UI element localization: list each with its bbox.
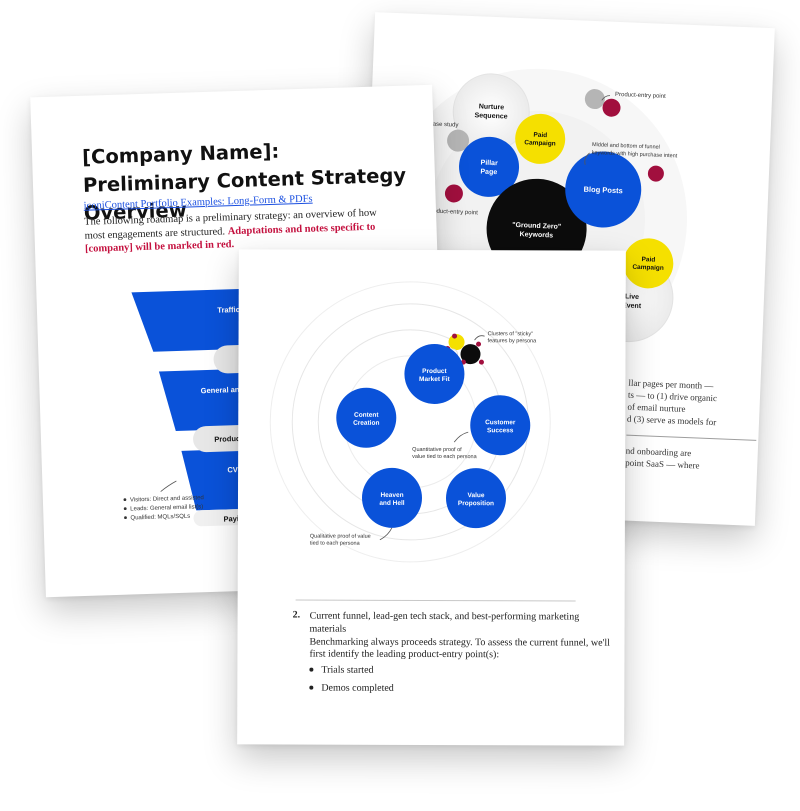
purchase-intent-label: keywords with high purchase intent — [592, 150, 678, 159]
product-entry-point-label: Product-entry point — [615, 92, 666, 100]
list-item-label: Demos completed — [321, 682, 394, 694]
arrow-icon — [453, 431, 469, 443]
funnel-note: Visitors: Direct and assisted — [130, 495, 204, 503]
growth-flywheel-diagram: Product Market Fit Customer Success Valu… — [269, 281, 551, 563]
list-item: Demos completed — [307, 682, 394, 700]
document-page-front: Product Market Fit Customer Success Valu… — [237, 249, 626, 746]
arrow-icon — [584, 152, 590, 165]
content-creation-label: Content — [354, 412, 379, 419]
paid-campaign-label: Paid — [641, 256, 655, 264]
nurture-sequence-label: Nurture — [479, 103, 505, 111]
blog-posts-node — [565, 151, 642, 228]
value-proposition-label: Proposition — [458, 500, 494, 507]
customer-success-label: Customer — [485, 419, 516, 426]
customer-success-label: Success — [487, 427, 514, 434]
bullet-dot — [123, 498, 127, 502]
paid-campaign-node — [623, 238, 674, 289]
live-event-label: Event — [622, 302, 642, 310]
arrow-icon — [601, 95, 611, 101]
backdrop-ring — [269, 281, 551, 563]
section-heading: Current funnel, lead-gen tech stack, and… — [309, 610, 580, 623]
paid-campaign-node — [515, 113, 566, 164]
clusters-annotation: Clusters of "sticky" — [488, 331, 534, 337]
qualitative-proof-annotation: Qualitative proof of value — [310, 534, 371, 540]
section-heading: materials — [309, 623, 347, 635]
pillar-page-label: Pillar — [480, 160, 498, 168]
gray-marker — [447, 129, 470, 152]
body-text-line: first identify the leading product-entry… — [309, 648, 500, 661]
heaven-and-hell-label: and Hell — [379, 500, 405, 507]
paid-campaign-label: Paid — [533, 132, 547, 140]
list-item-label: Trials started — [321, 664, 374, 676]
product-entry-label: Product-Er — [214, 434, 253, 444]
funnel-traffic-label: Traffic ar — [217, 305, 249, 315]
list-item: Trials started — [307, 664, 394, 682]
paid-campaign-label: Campaign — [632, 264, 664, 272]
content-creation-node — [336, 387, 397, 448]
crimson-marker — [602, 98, 621, 117]
section-number: 2. — [292, 609, 301, 621]
blog-posts-label: Blog Posts — [583, 185, 623, 196]
bullet-dot — [309, 667, 314, 672]
customer-success-node — [470, 395, 531, 456]
quantitative-proof-annotation: value tied to each persona — [412, 454, 477, 460]
arrow-icon — [160, 480, 177, 492]
feature-cluster-dot — [452, 333, 458, 339]
bullet-dot — [123, 507, 127, 511]
feature-cluster-dot — [448, 334, 465, 351]
crimson-marker — [444, 184, 463, 203]
bullet-dot — [124, 516, 127, 520]
pillar-page-label: Page — [480, 169, 497, 177]
crimson-marker — [647, 165, 664, 182]
funnel-note: Qualified: MQLs/SQLs — [130, 514, 190, 522]
value-proposition-node — [445, 468, 506, 529]
nurture-sequence-label: Sequence — [474, 112, 507, 120]
value-proposition-label: Value — [468, 492, 485, 499]
funnel-note: Leads: General email list(s) — [130, 504, 203, 512]
feature-cluster-dot — [476, 341, 482, 347]
content-creation-label: Creation — [353, 420, 379, 427]
ground-zero-label: "Ground Zero" — [512, 222, 561, 231]
pillar-page-node — [459, 136, 520, 197]
heaven-and-hell-label: Heaven — [380, 492, 403, 499]
feature-cluster-dot — [460, 344, 481, 365]
funnel-general-label: General and C — [201, 385, 253, 396]
product-market-fit-label: Product — [422, 368, 447, 375]
purchase-intent-label: Middel and bottom of funnel — [592, 142, 660, 151]
product-entry-point-label: Product-entry point — [427, 208, 478, 216]
arrow-icon — [474, 335, 485, 341]
arrow-icon — [379, 527, 393, 541]
product-market-fit-label: Market Fit — [419, 376, 451, 383]
case-study-label: ase study — [433, 122, 459, 129]
quantitative-proof-annotation: Quantitative proof of — [412, 447, 462, 453]
product-market-fit-node — [404, 344, 465, 405]
qualitative-proof-annotation: tied to each persona — [310, 541, 361, 547]
feature-cluster-dot — [478, 359, 484, 365]
bullet-dot — [309, 685, 314, 690]
gray-marker — [584, 89, 605, 110]
clusters-annotation: features by persona — [488, 338, 538, 344]
ground-zero-label: Keywords — [519, 231, 553, 239]
live-event-label: Live — [625, 293, 639, 301]
heaven-and-hell-node — [361, 467, 422, 528]
paid-campaign-label: Campaign — [524, 139, 556, 147]
entry-point-list: Trials started Demos completed — [307, 664, 394, 700]
